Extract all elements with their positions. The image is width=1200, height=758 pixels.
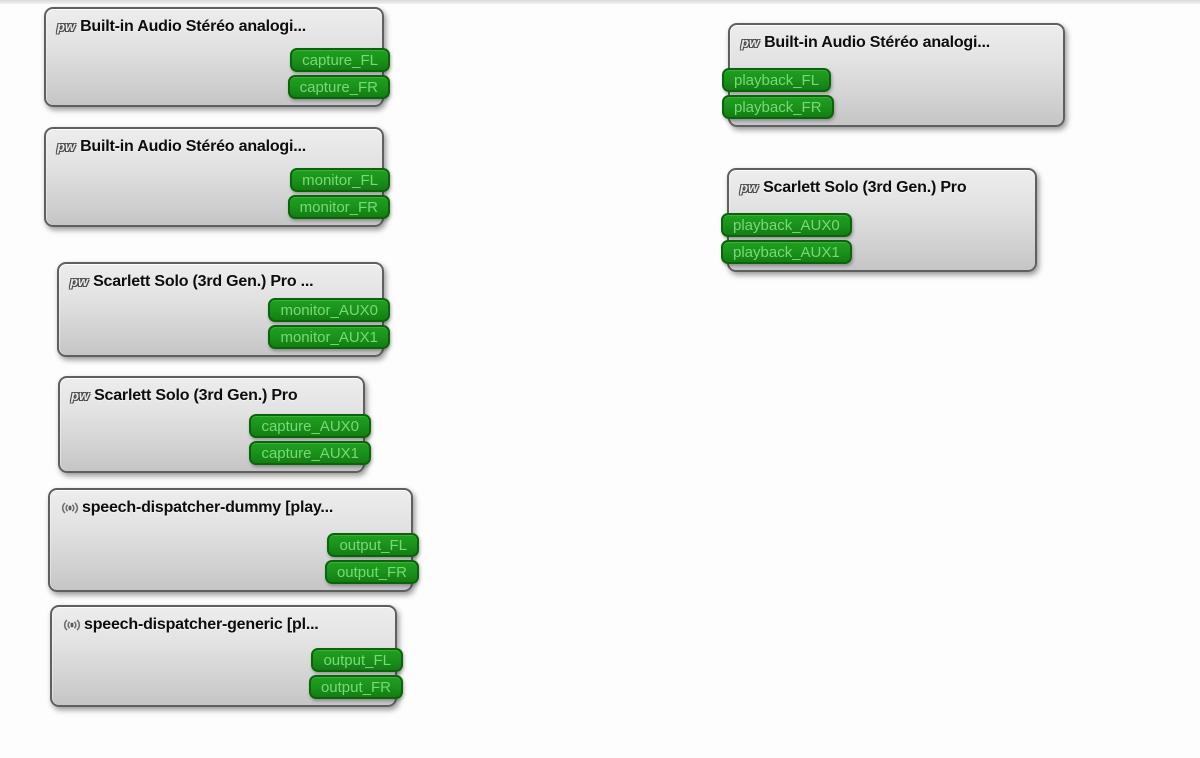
port-list-input: playback_AUX0 playback_AUX1 xyxy=(721,213,852,264)
port-capture_FL[interactable]: capture_FL xyxy=(290,48,390,72)
port-list-output: output_FL output_FR xyxy=(324,533,419,584)
pipewire-icon: pw xyxy=(740,179,759,195)
node-title: Scarlett Solo (3rd Gen.) Pro xyxy=(763,179,967,196)
node-title: speech-dispatcher-generic [pl... xyxy=(84,616,319,633)
port-list-output: monitor_AUX0 monitor_AUX1 xyxy=(268,298,390,349)
port-playback_AUX0[interactable]: playback_AUX0 xyxy=(721,213,852,237)
node-title: Built-in Audio Stéréo analogi... xyxy=(80,138,306,155)
port-list-output: capture_FL capture_FR xyxy=(287,48,390,99)
pipewire-icon: pw xyxy=(57,18,76,34)
node-speech-dispatcher-dummy[interactable]: speech-dispatcher-dummy [play... output_F… xyxy=(48,488,419,592)
port-monitor_FR[interactable]: monitor_FR xyxy=(287,195,390,219)
port-output_FR[interactable]: output_FR xyxy=(324,560,419,584)
node-title: Scarlett Solo (3rd Gen.) Pro xyxy=(94,387,298,404)
port-output_FL[interactable]: output_FL xyxy=(311,648,403,672)
node-title: speech-dispatcher-dummy [play... xyxy=(82,499,334,516)
pipewire-icon: pw xyxy=(57,138,76,154)
port-capture_AUX0[interactable]: capture_AUX0 xyxy=(249,414,371,438)
node-speech-dispatcher-generic[interactable]: speech-dispatcher-generic [pl... output_F… xyxy=(50,605,403,707)
port-monitor_AUX0[interactable]: monitor_AUX0 xyxy=(268,298,390,322)
port-playback_AUX1[interactable]: playback_AUX1 xyxy=(721,240,852,264)
port-list-output: monitor_FL monitor_FR xyxy=(287,168,390,219)
port-monitor_AUX1[interactable]: monitor_AUX1 xyxy=(268,325,390,349)
speaker-broadcast-icon xyxy=(60,499,80,517)
pipewire-icon: pw xyxy=(741,34,760,50)
node-header: speech-dispatcher-dummy [play... xyxy=(50,490,411,517)
node-title: Built-in Audio Stéréo analogi... xyxy=(80,18,306,35)
port-playback_FL[interactable]: playback_FL xyxy=(722,68,832,92)
port-list-output: output_FL output_FR xyxy=(308,648,403,699)
port-output_FR[interactable]: output_FR xyxy=(308,675,403,699)
port-capture_FR[interactable]: capture_FR xyxy=(287,75,390,99)
pipewire-icon: pw xyxy=(71,387,90,403)
port-playback_FR[interactable]: playback_FR xyxy=(722,95,834,119)
port-capture_AUX1[interactable]: capture_AUX1 xyxy=(249,441,371,465)
canvas-top-edge xyxy=(0,0,1200,4)
node-title: Built-in Audio Stéréo analogi... xyxy=(764,34,990,51)
pipewire-icon: pw xyxy=(70,273,89,289)
speaker-broadcast-icon xyxy=(62,616,82,634)
port-monitor_FL[interactable]: monitor_FL xyxy=(290,168,390,192)
port-output_FL[interactable]: output_FL xyxy=(327,533,419,557)
port-list-output: capture_AUX0 capture_AUX1 xyxy=(249,414,371,465)
node-title: Scarlett Solo (3rd Gen.) Pro ... xyxy=(93,273,314,290)
port-list-input: playback_FL playback_FR xyxy=(722,68,834,119)
node-header: speech-dispatcher-generic [pl... xyxy=(52,607,395,634)
